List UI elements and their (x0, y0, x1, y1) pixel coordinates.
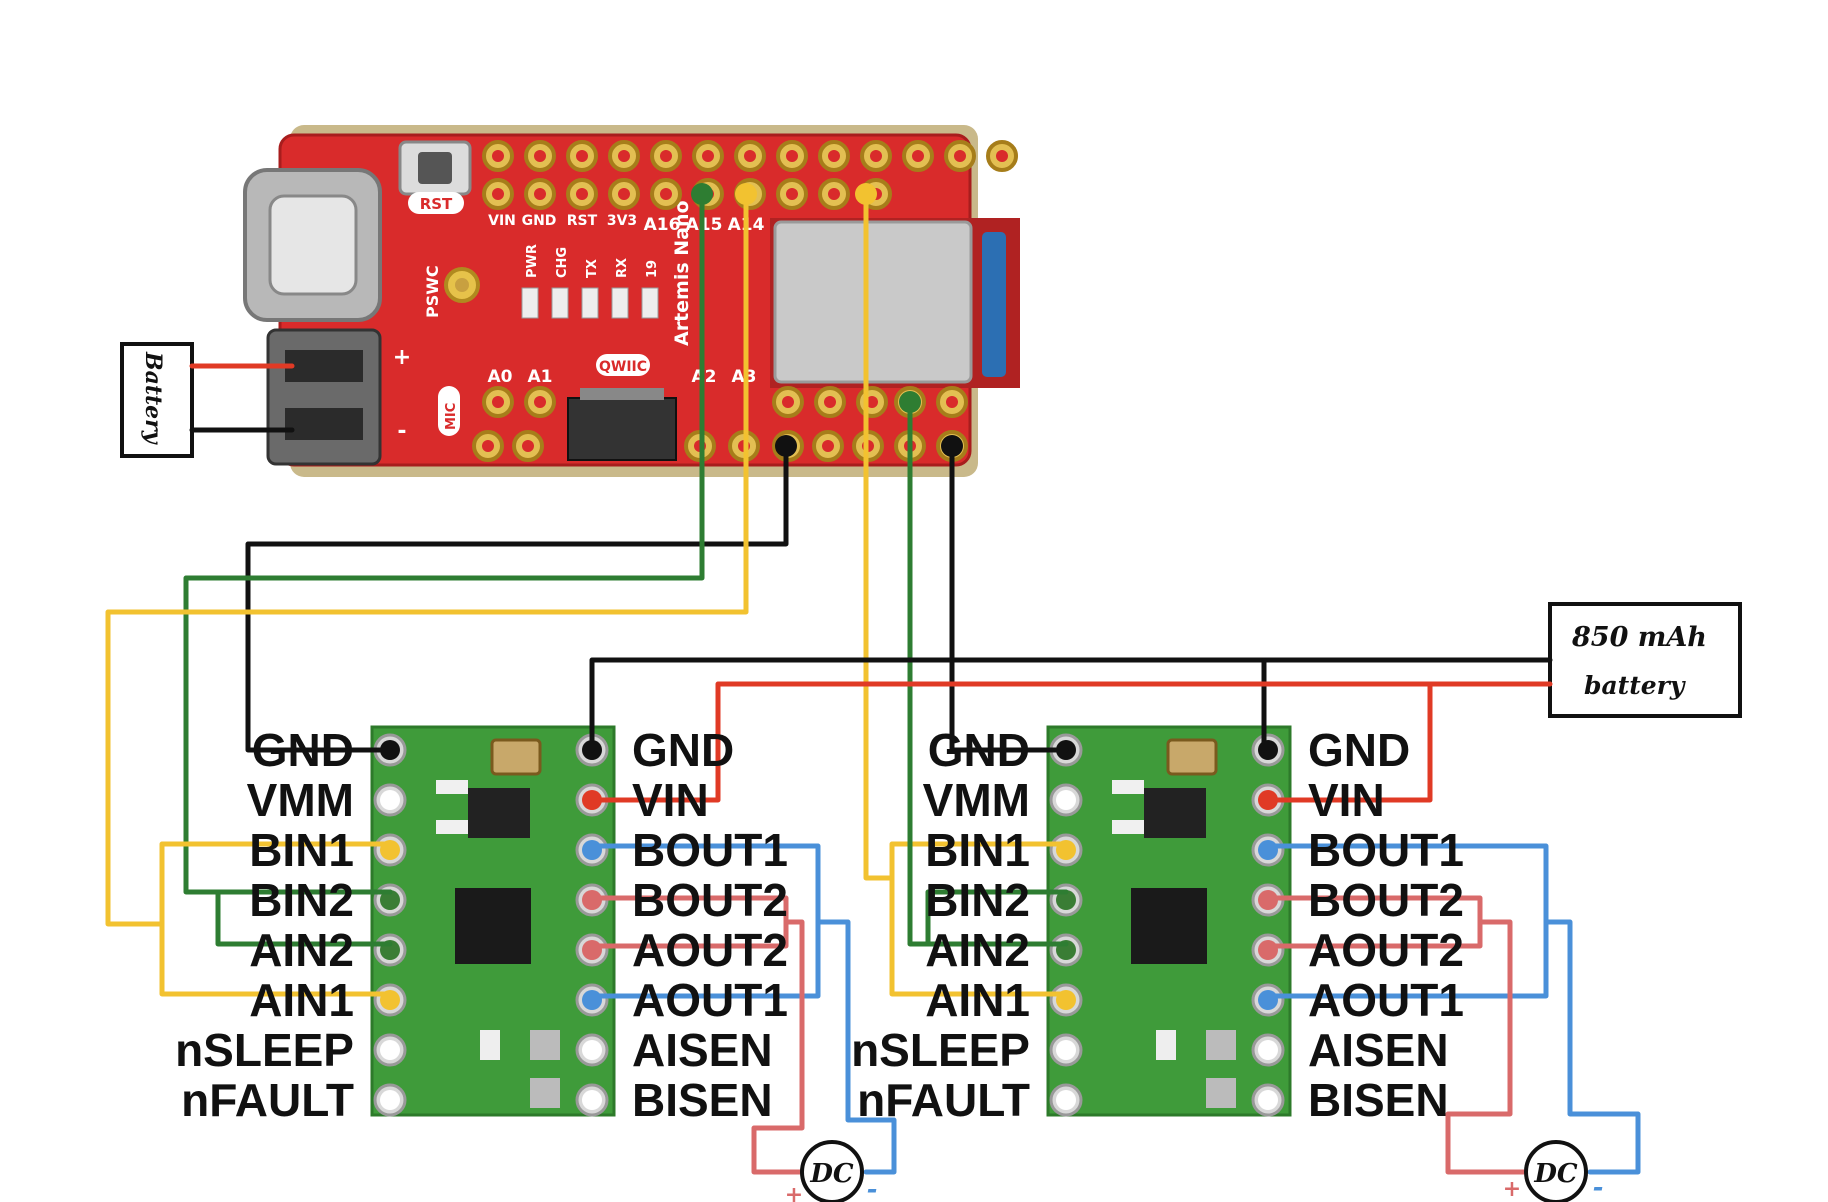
driver1-right-label-6: AISEN (632, 1024, 773, 1076)
wires (105, 191, 1641, 1175)
driver2-left-label-3: BIN2 (925, 874, 1030, 926)
led-19-label: 19 (645, 260, 660, 278)
header-pins-top (482, 140, 1018, 172)
driver2-right-label-2: BOUT1 (1308, 824, 1464, 876)
board-name-label: Artemis Nano (671, 200, 693, 346)
wire-yellow-a14 (863, 191, 895, 881)
qwiic-connector: QWIIC (567, 354, 677, 461)
main-battery-line2: battery (1584, 671, 1686, 700)
wire-main-battery-vin-d2 (1267, 681, 1433, 803)
main-battery: 850 mAh battery (1548, 602, 1742, 718)
silk-rst: RST (567, 213, 598, 229)
pswc-pad (444, 267, 480, 303)
motor1-minus: - (867, 1175, 878, 1202)
driver1-right-label-3: BOUT2 (632, 874, 788, 926)
silk-top-labels: VIN GND RST 3V3 A16 A15 A14 (488, 213, 764, 235)
driver2-left-label-2: BIN1 (925, 824, 1030, 876)
driver2-right-label-0: GND (1308, 724, 1410, 776)
pswc-label: PSWC (423, 265, 442, 318)
driver2-right-label-7: BISEN (1308, 1074, 1449, 1126)
motor1-plus: + (785, 1182, 803, 1202)
silk-3v3: 3V3 (607, 213, 637, 229)
wire-gnd-board-driver1 (245, 443, 789, 753)
driver1-right-label-4: AOUT2 (632, 924, 788, 976)
bluetooth-antenna-module (770, 218, 1020, 388)
driver2-right-label-1: VIN (1308, 774, 1385, 826)
motor2-label: DC (1533, 1159, 1578, 1189)
mic-badge: MIC (438, 386, 460, 436)
driver1-right-label-1: VIN (632, 774, 709, 826)
rst-label: RST (420, 195, 453, 213)
wire-d2-aout1-motor (1543, 919, 1641, 1175)
wire-gnd-board-driver2 (949, 443, 1069, 753)
mic-label: MIC (444, 403, 459, 430)
driver2-left-label-7: nFAULT (857, 1074, 1030, 1126)
driver1-right-label-2: BOUT1 (632, 824, 788, 876)
main-battery-line1: 850 mAh (1571, 622, 1707, 653)
driver1-left-label-6: nSLEEP (175, 1024, 354, 1076)
svg-text:+: + (393, 345, 411, 370)
dc-motor-2: DC + - (1503, 1140, 1604, 1202)
driver2-right-label-6: AISEN (1308, 1024, 1449, 1076)
board-wire-dots (691, 183, 963, 457)
wire-yellow-bin1-ain1-d1 (159, 841, 393, 997)
motor2-minus: - (1593, 1173, 1604, 1202)
driver2-right-label-3: BOUT2 (1308, 874, 1464, 926)
driver2-right-label-4: AOUT2 (1308, 924, 1464, 976)
silk-vin: VIN (488, 213, 516, 229)
driver1-left-label-0: GND (252, 724, 354, 776)
driver2-left-label-1: VMM (923, 774, 1030, 826)
qwiic-label: QWIIC (599, 359, 647, 375)
driver2-left-label-5: AIN1 (925, 974, 1030, 1026)
motor1-label: DC (809, 1159, 854, 1189)
driver1-right-label-7: BISEN (632, 1074, 773, 1126)
artemis-nano-board: RST VIN GND RST 3V3 A16 A15 A14 PWR CHG (243, 125, 1020, 477)
led-tx-label: TX (585, 259, 600, 278)
reset-button (398, 140, 472, 196)
driver1-left-label-1: VMM (247, 774, 354, 826)
usb-c-connector (243, 168, 382, 322)
silk-gnd: GND (522, 213, 557, 229)
led-rx-label: RX (615, 258, 630, 278)
rst-label-badge: RST (408, 192, 464, 214)
wire-d1-aout1-motor (815, 919, 897, 1175)
led-chg-label: CHG (555, 247, 570, 278)
wire-d2-aout2-motor (1445, 919, 1527, 1175)
driver2-left-label-0: GND (928, 724, 1030, 776)
driver1-left-label-4: AIN2 (249, 924, 354, 976)
driver1-right-label-5: AOUT1 (632, 974, 788, 1026)
wire-yellow-a15 (105, 191, 749, 927)
driver1-left-label-7: nFAULT (181, 1074, 354, 1126)
silk-a0: A0 (488, 367, 513, 387)
motor2-plus: + (1503, 1176, 1521, 1202)
wire-green-bin2-ain2-d2 (925, 889, 1069, 947)
jst-battery-connector: + - (266, 328, 411, 466)
wire-main-battery-gnd (589, 657, 1553, 753)
wire-main-battery-vin (591, 681, 1553, 803)
driver1-right-label-0: GND (632, 724, 734, 776)
driver2-left-label-4: AIN2 (925, 924, 1030, 976)
silk-a1: A1 (528, 367, 553, 387)
driver1-left-label-3: BIN2 (249, 874, 354, 926)
status-leds: PWR CHG TX RX 19 (521, 244, 660, 319)
driver1-left-label-2: BIN1 (249, 824, 354, 876)
small-battery-label: Battery (140, 351, 166, 446)
silk-a16: A16 (644, 215, 681, 235)
driver2-right-label-5: AOUT1 (1308, 974, 1464, 1026)
wire-d1-aout2-motor (751, 919, 805, 1175)
motor-driver-2 (1046, 725, 1292, 1117)
wire-green-bin2-ain2-d1 (215, 889, 393, 947)
wire-green-a2 (907, 399, 931, 947)
wire-yellow-bin1-ain1-d2 (889, 841, 1069, 997)
led-pwr-label: PWR (525, 244, 540, 278)
motor-driver-1 (370, 725, 616, 1117)
svg-text:-: - (397, 419, 406, 444)
driver2-left-label-6: nSLEEP (851, 1024, 1030, 1076)
driver1-left-label-5: AIN1 (249, 974, 354, 1026)
small-battery: Battery (120, 342, 194, 458)
dc-motor-1: DC + - (785, 1140, 878, 1202)
